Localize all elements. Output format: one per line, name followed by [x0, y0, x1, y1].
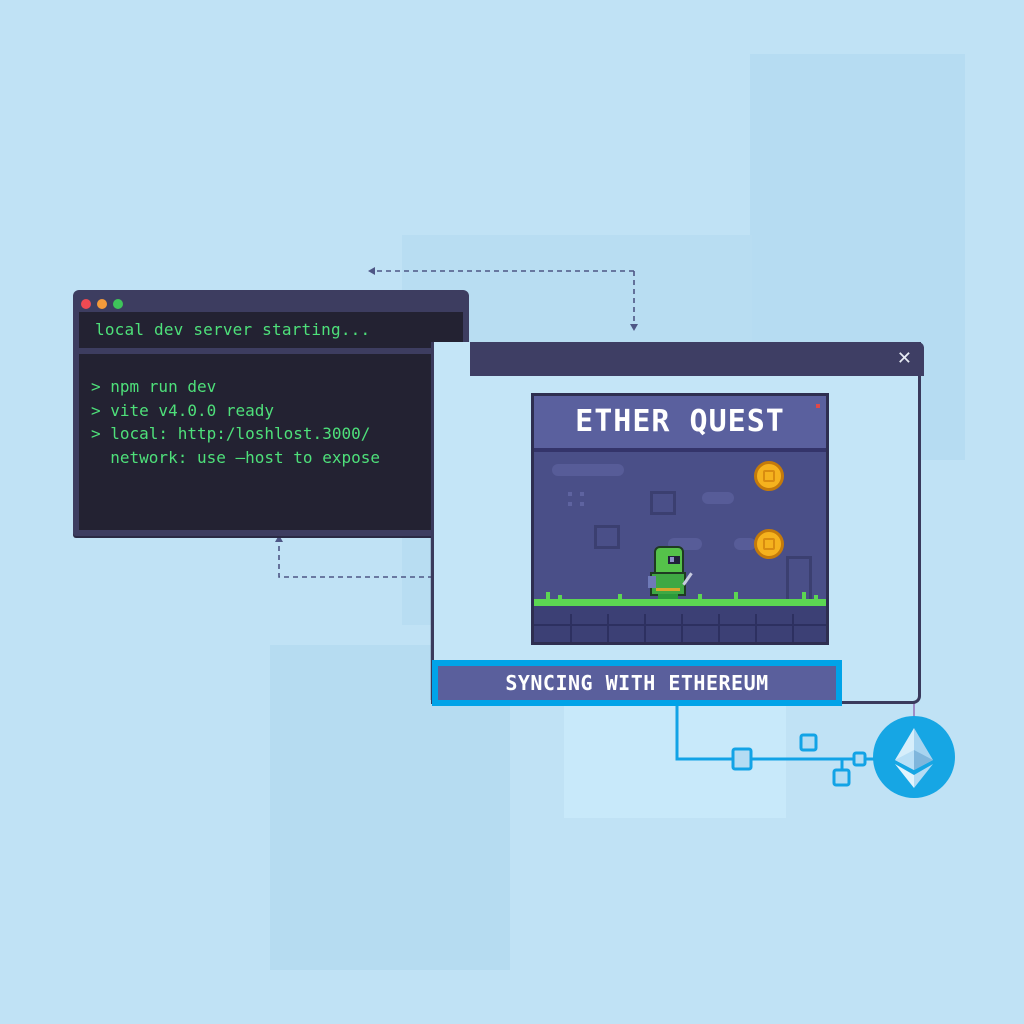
brick-window-sprite [650, 491, 676, 515]
coin-sprite [754, 461, 784, 491]
close-icon[interactable]: ✕ [896, 348, 912, 369]
close-dot-icon[interactable] [81, 299, 91, 309]
game-window-titlebar[interactable]: ✕ [470, 342, 924, 376]
grass-tuft [814, 595, 818, 602]
ground-bricks [534, 606, 826, 642]
minimize-dot-icon[interactable] [97, 299, 107, 309]
ethereum-icon[interactable] [873, 716, 955, 798]
grass-tuft [546, 592, 550, 602]
player-character [646, 546, 696, 610]
terminal-line: > npm run dev [91, 377, 217, 396]
terminal-line: > vite v4.0.0 ready [91, 400, 275, 420]
terminal-window[interactable]: local dev server starting... > npm run d… [73, 290, 469, 536]
terminal-line: > local: http:/loshlost.3000/ [91, 424, 371, 443]
ethereum-logo-icon [895, 728, 933, 788]
grass-tuft [618, 594, 622, 602]
maximize-dot-icon[interactable] [113, 299, 123, 309]
grass-tuft [802, 592, 806, 602]
terminal-line: network: use —host to expose [91, 447, 380, 467]
game-title: ETHER QUEST [534, 396, 826, 452]
coin-sprite [754, 529, 784, 559]
red-indicator-icon [816, 404, 820, 408]
grass-tuft [734, 592, 738, 602]
brick-window-sprite [594, 525, 620, 549]
cloud-sprite [734, 538, 756, 550]
dots-decor [568, 492, 572, 496]
cloud-sprite [552, 464, 624, 476]
sync-status-label: SYNCING WITH ETHEREUM [438, 666, 836, 700]
sync-status-banner: SYNCING WITH ETHEREUM [432, 660, 842, 706]
game-canvas[interactable]: ETHER QUEST [531, 393, 829, 645]
terminal-header: local dev server starting... [79, 312, 463, 348]
grass-tuft [558, 595, 562, 602]
cloud-sprite [702, 492, 734, 504]
terminal-output[interactable]: > npm run dev > vite v4.0.0 ready > loca… [79, 354, 463, 530]
grass-tuft [698, 594, 702, 602]
